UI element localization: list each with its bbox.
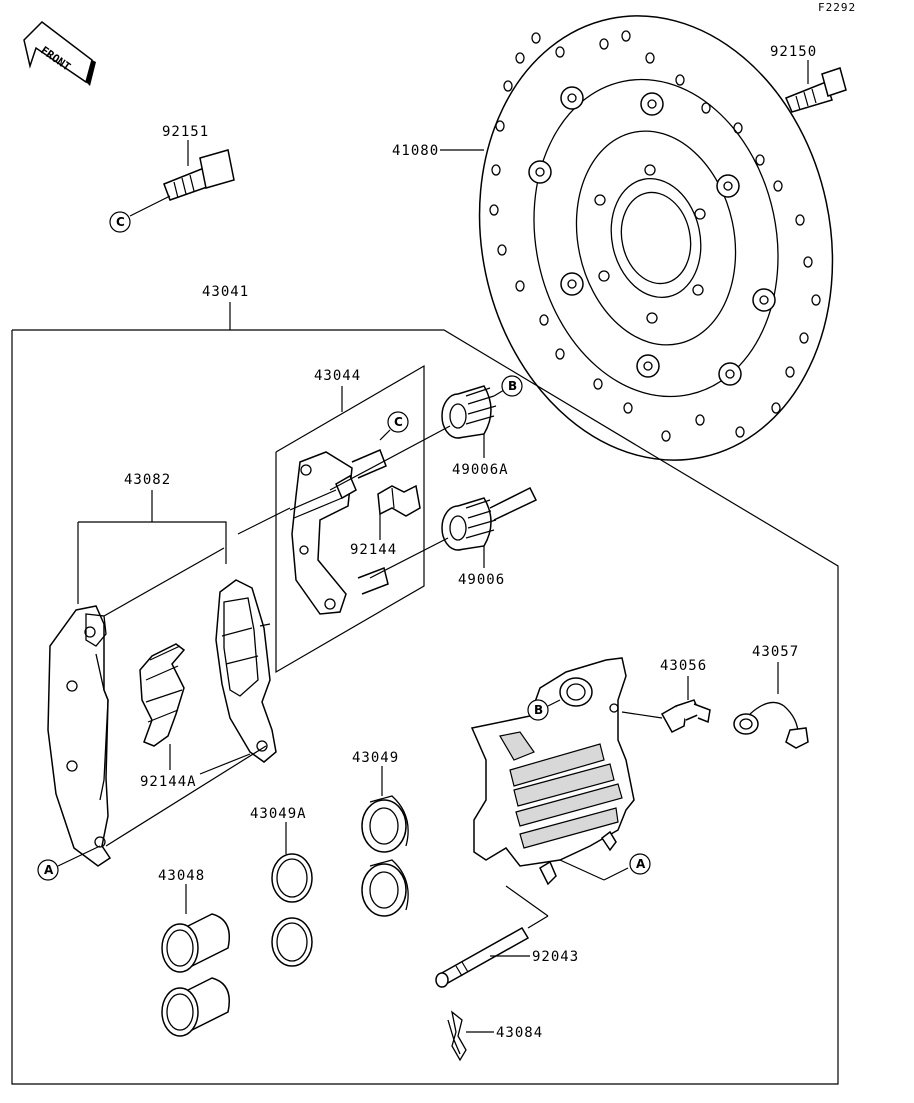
- svg-text:C: C: [394, 415, 403, 429]
- label-41080: 41080: [392, 143, 439, 159]
- callout-a-pad: A: [37, 845, 101, 881]
- label-92144: 92144: [350, 542, 397, 558]
- front-arrow-icon: FRONT: [23, 21, 96, 86]
- label-43084: 43084: [496, 1025, 543, 1041]
- caliper-body: [470, 657, 635, 886]
- label-43049: 43049: [352, 750, 399, 766]
- boot-49006: [369, 486, 538, 579]
- callout-c-top: C: [109, 211, 131, 233]
- label-49006A: 49006A: [452, 462, 509, 478]
- r-clip-43084: [447, 1010, 494, 1062]
- label-43056: 43056: [660, 658, 707, 674]
- disc-perforations: [489, 30, 821, 442]
- callout-b-boot: B: [501, 375, 523, 397]
- label-92151: 92151: [162, 124, 209, 140]
- label-43044: 43044: [314, 368, 361, 384]
- assembly-box-43041: [11, 329, 839, 1085]
- label-43082: 43082: [124, 472, 171, 488]
- caliper-bracket: [289, 449, 389, 615]
- label-43041: 43041: [202, 284, 249, 300]
- seal-43049: [361, 766, 409, 917]
- figure-code: F2292: [818, 1, 856, 14]
- bracket-box-43044: [275, 364, 425, 674]
- boot-49006A: [329, 385, 505, 491]
- pad-pin-92043: [435, 885, 549, 988]
- svg-text:B: B: [508, 379, 517, 393]
- label-43048: 43048: [158, 868, 205, 884]
- svg-text:B: B: [534, 703, 543, 717]
- bleed-cap-43057: [733, 662, 809, 749]
- svg-text:A: A: [44, 863, 54, 877]
- clip-92144: [377, 484, 421, 540]
- label-43057: 43057: [752, 644, 799, 660]
- bolt-92151: [129, 140, 235, 217]
- pad-spring-92144A: [139, 643, 186, 770]
- piston-43048: [161, 884, 230, 1037]
- bolt-92150: [785, 60, 847, 113]
- label-92043: 92043: [532, 949, 579, 965]
- svg-text:A: A: [636, 857, 646, 871]
- callout-c-bracket: C: [387, 411, 409, 433]
- bleed-valve-43056: [621, 676, 711, 733]
- brake-pad-inner: [215, 579, 277, 763]
- brake-pad-outer: [47, 605, 112, 867]
- label-43049A: 43049A: [250, 806, 307, 822]
- seal-43049A: [271, 822, 313, 967]
- callout-b-caliper: B: [527, 699, 561, 721]
- callout-a-caliper: A: [629, 853, 651, 875]
- brake-disc: [440, 15, 834, 461]
- label-92144A: 92144A: [140, 774, 197, 790]
- svg-text:C: C: [116, 215, 125, 229]
- label-49006: 49006: [458, 572, 505, 588]
- label-92150: 92150: [770, 44, 817, 60]
